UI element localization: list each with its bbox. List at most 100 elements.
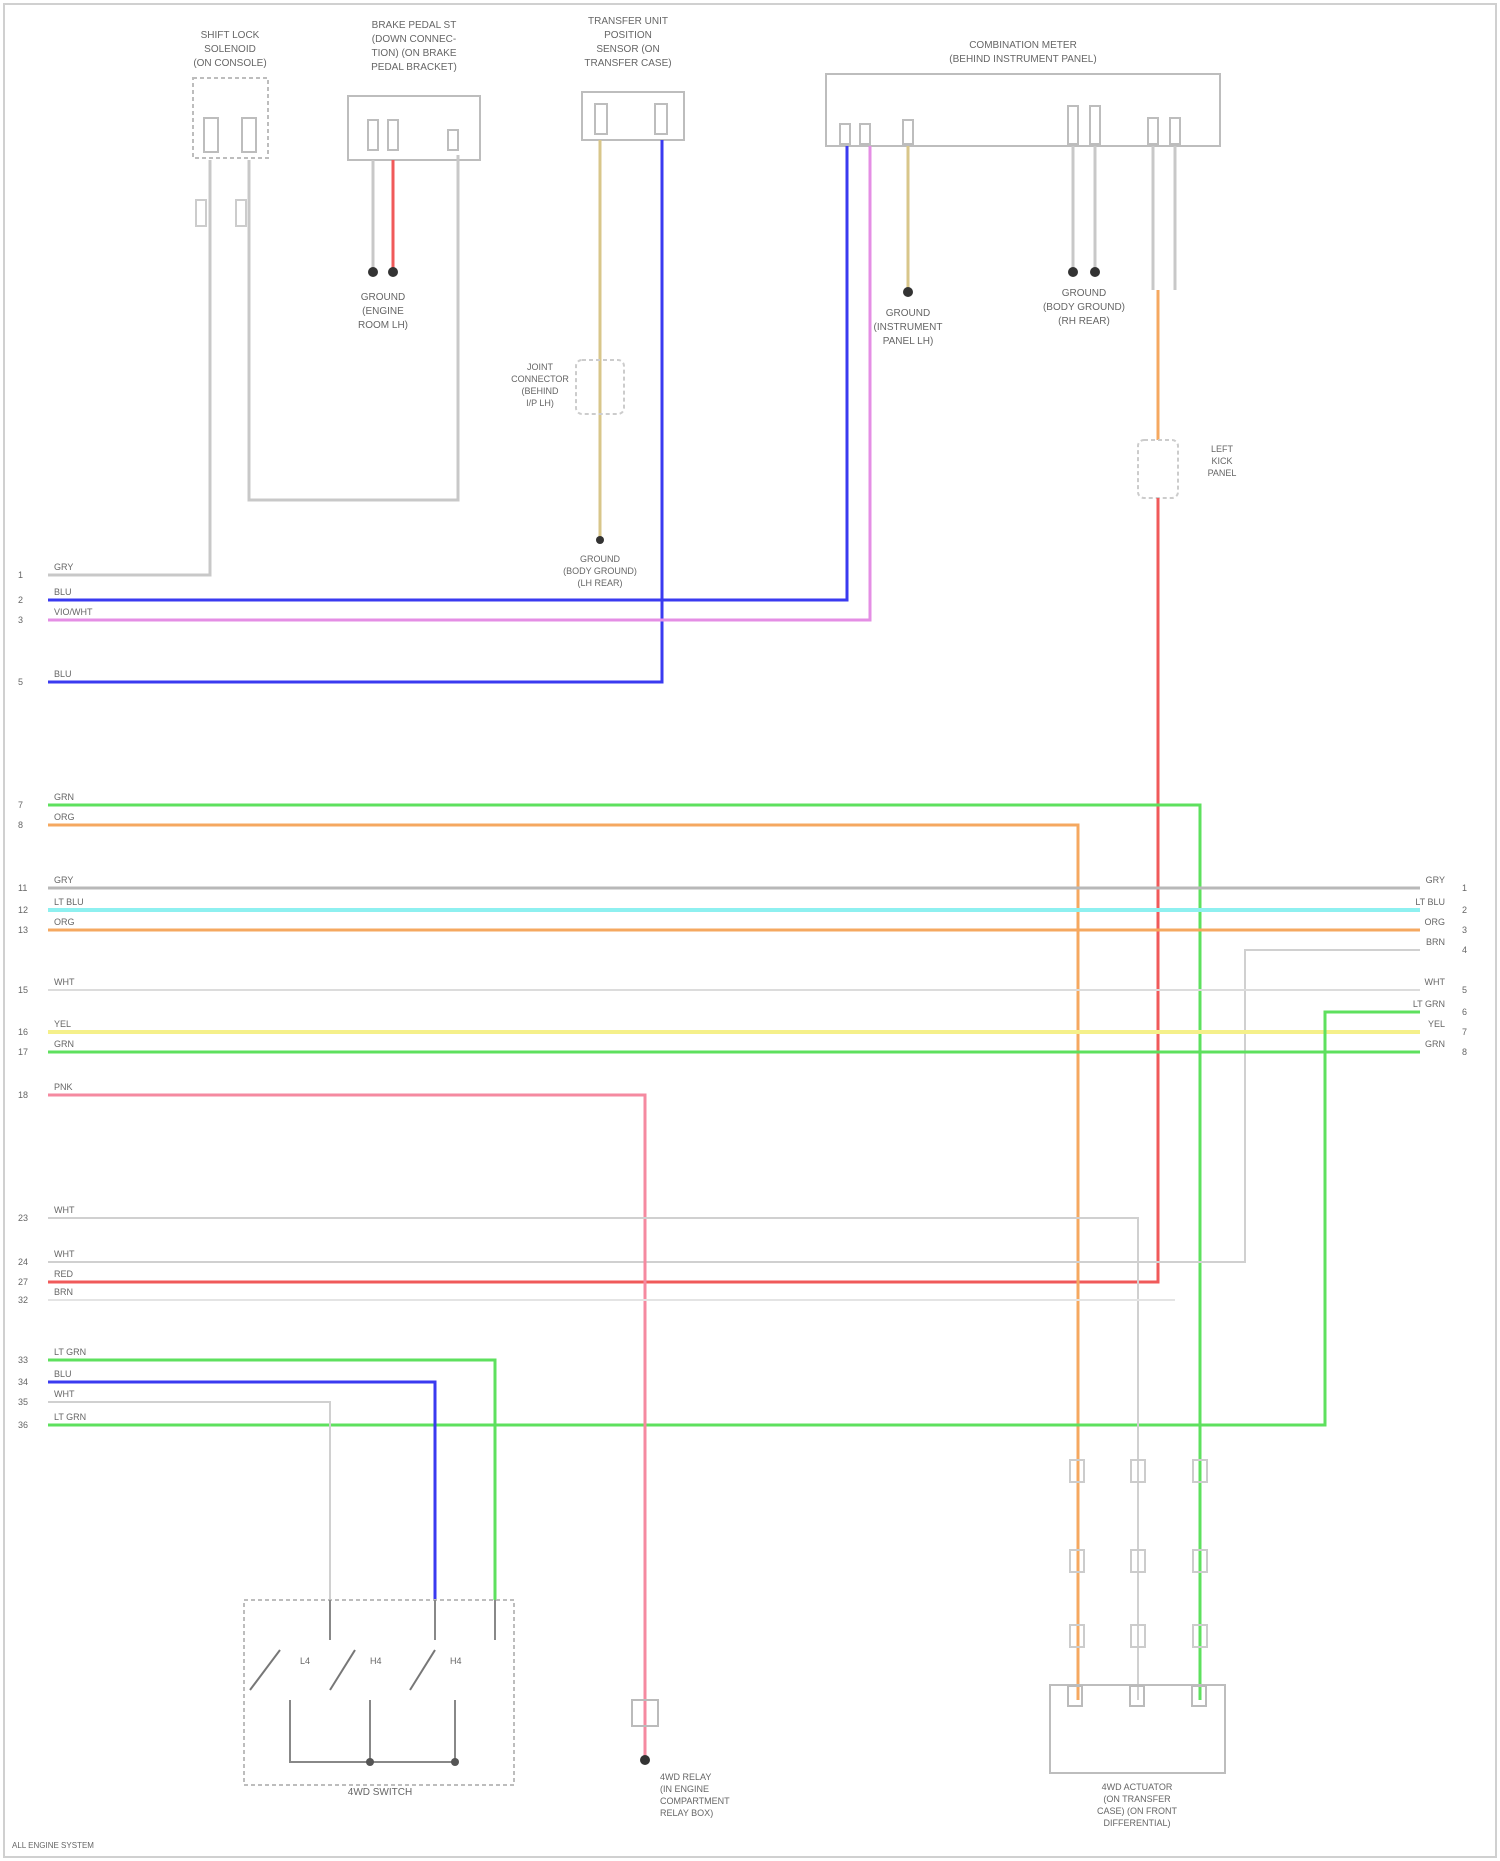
splice-right-label: LEFT KICK PANEL <box>1208 444 1237 478</box>
brake-pedal-switch: BRAKE PEDAL ST (DOWN CONNEC- TION) (ON B… <box>348 20 480 160</box>
left-pin: 36 <box>18 1420 28 1430</box>
wire-label: LT GRN <box>54 1412 86 1422</box>
middle-ground-2: (ENGINE <box>362 306 404 317</box>
wire-switch-blue <box>48 1382 435 1600</box>
shift-lock-title-2: SOLENOID <box>204 44 256 55</box>
wire-shiftlock-gray-right <box>249 155 458 500</box>
wire-label: VIO/WHT <box>54 607 93 617</box>
wire-label: WHT <box>1425 977 1446 987</box>
combination-meter: COMBINATION METER (BEHIND INSTRUMENT PAN… <box>826 40 1220 146</box>
wire-label: BRN <box>54 1287 73 1297</box>
wire-label: BLU <box>54 1369 72 1379</box>
right-pin: 8 <box>1462 1047 1467 1057</box>
left-ground-1: GROUND <box>580 554 620 564</box>
brake-title-1: BRAKE PEDAL ST <box>372 20 457 31</box>
right-wire-labels: GRY LT BLU ORG BRN WHT LT GRN YEL GRN <box>1413 875 1446 1049</box>
wire-bus-green1 <box>48 805 1200 1700</box>
splice-right-1: LEFT <box>1211 444 1234 454</box>
right-meter-ground-3: (RH REAR) <box>1058 316 1110 327</box>
meter-ground-1: GROUND <box>886 308 930 319</box>
left-pin: 33 <box>18 1355 28 1365</box>
left-pin: 34 <box>18 1377 28 1387</box>
brake-title-2: (DOWN CONNEC- <box>372 34 456 45</box>
right-pin: 1 <box>1462 883 1467 893</box>
splice-label-1: JOINT <box>527 362 554 372</box>
left-pin: 32 <box>18 1295 28 1305</box>
left-pin: 13 <box>18 925 28 935</box>
wire-bus-white-right <box>48 950 1420 1262</box>
wire-label: GRN <box>1425 1039 1445 1049</box>
splice-label-3: (BEHIND <box>521 386 559 396</box>
right-pin: 4 <box>1462 945 1467 955</box>
wire-label: BRN <box>1426 937 1445 947</box>
left-pin: 27 <box>18 1277 28 1287</box>
wire-label: WHT <box>54 1249 75 1259</box>
relay-title-4: RELAY BOX) <box>660 1808 713 1818</box>
left-pin: 23 <box>18 1213 28 1223</box>
splice-label: JOINT CONNECTOR (BEHIND I/P LH) <box>511 362 569 408</box>
wire-meter-red <box>48 498 1158 1282</box>
wire-pink <box>48 1095 645 1760</box>
transfer-title-4: TRANSFER CASE) <box>584 58 671 69</box>
switch-contact-h4b: H4 <box>450 1656 462 1666</box>
right-pin: 3 <box>1462 925 1467 935</box>
transfer-position-sensor: TRANSFER UNIT POSITION SENSOR (ON TRANSF… <box>582 16 684 140</box>
wire-label: LT BLU <box>54 897 84 907</box>
shift-lock-title-1: SHIFT LOCK <box>201 30 260 41</box>
left-pin: 5 <box>18 677 23 687</box>
relay-title-1: 4WD RELAY <box>660 1772 711 1782</box>
left-pin: 24 <box>18 1257 28 1267</box>
shift-lock-switch: SHIFT LOCK SOLENOID (ON CONSOLE) <box>193 30 268 158</box>
left-pin: 35 <box>18 1397 28 1407</box>
left-ground-2: (BODY GROUND) <box>563 566 637 576</box>
wire-label: RED <box>54 1269 74 1279</box>
transfer-title-1: TRANSFER UNIT <box>588 16 668 27</box>
wire-label: ORG <box>1424 917 1445 927</box>
wire-label: GRY <box>54 875 73 885</box>
splice-right-2: KICK <box>1211 456 1232 466</box>
wire-label: LT GRN <box>54 1347 86 1357</box>
wire-label: GRY <box>1426 875 1445 885</box>
left-pin: 12 <box>18 905 28 915</box>
right-meter-ground-2: (BODY GROUND) <box>1043 302 1125 313</box>
wire-shiftlock-gray-left <box>48 160 210 575</box>
left-pin: 16 <box>18 1027 28 1037</box>
right-pin: 7 <box>1462 1027 1467 1037</box>
relay-title-2: (IN ENGINE <box>660 1784 709 1794</box>
wire-label: BLU <box>54 669 72 679</box>
meter-title-1: COMBINATION METER <box>969 40 1077 51</box>
splice-label-4: I/P LH) <box>526 398 554 408</box>
four-wd-actuator: 4WD ACTUATOR (ON TRANSFER CASE) (ON FRON… <box>1050 1685 1225 1828</box>
left-pin: 18 <box>18 1090 28 1100</box>
left-pin: 15 <box>18 985 28 995</box>
wire-label: YEL <box>1428 1019 1445 1029</box>
wire-switch-green <box>48 1360 495 1600</box>
splice-right-3: PANEL <box>1208 468 1237 478</box>
brake-title-4: PEDAL BRACKET) <box>371 62 457 73</box>
left-pin: 8 <box>18 820 23 830</box>
left-pin: 3 <box>18 615 23 625</box>
left-pin: 2 <box>18 595 23 605</box>
four-wd-switch: L4 H4 H4 4WD SWITCH <box>244 1600 514 1798</box>
wire-label: WHT <box>54 1389 75 1399</box>
wire-label: ORG <box>54 812 75 822</box>
right-meter-ground-label: GROUND (BODY GROUND) (RH REAR) <box>1043 288 1125 327</box>
shift-lock-title-3: (ON CONSOLE) <box>193 58 266 69</box>
left-pin: 11 <box>18 883 27 893</box>
wire-label: ORG <box>54 917 75 927</box>
switch-contact-l4: L4 <box>300 1656 310 1666</box>
left-pin-column: 1 2 3 5 7 8 11 12 13 15 16 17 18 23 24 2… <box>18 570 28 1430</box>
wire-label: YEL <box>54 1019 71 1029</box>
transfer-title-3: SENSOR (ON <box>596 44 659 55</box>
wire-label: GRN <box>54 1039 74 1049</box>
footer-code: ALL ENGINE SYSTEM <box>12 1841 94 1850</box>
meter-ground-2: (INSTRUMENT <box>874 322 943 333</box>
wire-label: PNK <box>54 1082 73 1092</box>
actuator-title-4: DIFFERENTIAL) <box>1103 1818 1170 1828</box>
wire-label: WHT <box>54 977 75 987</box>
switch-contact-h4a: H4 <box>370 1656 382 1666</box>
right-pin-column: 1 2 3 4 5 6 7 8 <box>1462 883 1467 1057</box>
transfer-title-2: POSITION <box>604 30 652 41</box>
wire-switch-white <box>48 1402 330 1600</box>
